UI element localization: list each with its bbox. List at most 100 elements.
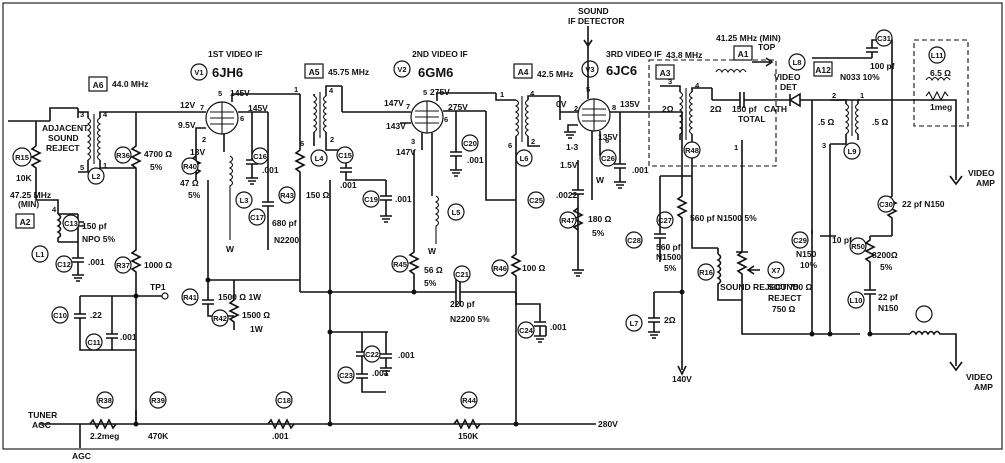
svg-text:275V: 275V — [448, 102, 468, 112]
c26-circle — [599, 149, 617, 167]
r46-circle — [491, 259, 509, 277]
svg-text:REJECT: REJECT — [768, 293, 802, 303]
svg-text:2: 2 — [202, 135, 206, 144]
svg-text:3: 3 — [668, 77, 672, 86]
svg-text:5: 5 — [80, 163, 84, 172]
svg-text:560 pf: 560 pf — [656, 242, 681, 252]
svg-text:150K: 150K — [458, 431, 479, 441]
shield-can-l10 — [913, 39, 969, 127]
c11-circle — [85, 333, 103, 351]
transformer-a6 — [86, 114, 102, 164]
svg-text:L9: L9 — [848, 147, 857, 156]
c13-circle — [62, 214, 80, 232]
svg-text:1: 1 — [500, 90, 504, 99]
svg-text:.001: .001 — [262, 165, 279, 175]
c17-circle — [248, 208, 266, 226]
svg-text:L10: L10 — [850, 296, 863, 305]
c25-circle — [527, 191, 545, 209]
svg-text:C11: C11 — [87, 338, 100, 347]
svg-text:C20: C20 — [463, 139, 477, 148]
box-a5 — [304, 63, 324, 79]
svg-text:L8: L8 — [793, 58, 802, 67]
svg-text:V2: V2 — [397, 65, 406, 74]
svg-text:.001: .001 — [550, 322, 567, 332]
svg-text:R16: R16 — [699, 268, 713, 277]
svg-text:4: 4 — [52, 205, 57, 214]
svg-text:C19: C19 — [364, 195, 378, 204]
svg-text:280V: 280V — [598, 419, 618, 429]
svg-text:AGC: AGC — [72, 451, 91, 461]
svg-text:.0022: .0022 — [556, 190, 578, 200]
svg-text:L4: L4 — [315, 154, 325, 163]
l1-circle — [31, 245, 49, 263]
r44-circle — [460, 391, 478, 409]
svg-text:10%: 10% — [800, 260, 817, 270]
svg-text:2: 2 — [574, 104, 578, 113]
svg-text:R47: R47 — [561, 216, 575, 225]
r38-circle — [96, 391, 114, 409]
l11-circle — [915, 305, 933, 323]
svg-text:R39: R39 — [151, 396, 165, 405]
v3-circle — [581, 60, 599, 78]
c13-value: 150 pf — [82, 221, 107, 231]
c31-circle — [875, 29, 893, 47]
c20-circle — [461, 134, 479, 152]
svg-text:W: W — [596, 175, 605, 185]
r47-circle — [559, 211, 577, 229]
svg-text:R40: R40 — [183, 162, 197, 171]
r40-circle — [181, 157, 199, 175]
svg-text:6.5 Ω: 6.5 Ω — [930, 68, 951, 78]
svg-text:C27: C27 — [658, 216, 672, 225]
svg-text:143V: 143V — [386, 121, 406, 131]
svg-text:275V: 275V — [430, 87, 450, 97]
svg-text:.001: .001 — [467, 155, 484, 165]
box-a6-label: A6 — [93, 80, 104, 90]
svg-text:3: 3 — [80, 110, 84, 119]
svg-text:A12: A12 — [815, 65, 831, 75]
svg-text:C23: C23 — [339, 371, 353, 380]
svg-text:1: 1 — [294, 85, 298, 94]
svg-text:.001: .001 — [395, 194, 412, 204]
svg-text:R36: R36 — [116, 151, 130, 160]
svg-text:22 pf N150: 22 pf N150 — [902, 199, 945, 209]
c27-circle — [625, 231, 643, 249]
r42-circle — [275, 391, 293, 409]
svg-text:1: 1 — [734, 143, 738, 152]
svg-text:A5: A5 — [309, 67, 320, 77]
svg-text:.001: .001 — [398, 350, 415, 360]
svg-text:R48: R48 — [685, 146, 699, 155]
svg-text:L7: L7 — [630, 319, 639, 328]
svg-text:12V: 12V — [180, 100, 195, 110]
svg-text:5%: 5% — [188, 190, 201, 200]
svg-text:1500 Ω: 1500 Ω — [242, 310, 270, 320]
svg-text:2: 2 — [330, 135, 334, 144]
c29-circle — [791, 231, 809, 249]
svg-text:R37: R37 — [116, 261, 130, 270]
svg-text:42.5 MHz: 42.5 MHz — [537, 69, 573, 79]
svg-text:147V: 147V — [384, 98, 404, 108]
r45-circle — [391, 255, 409, 273]
svg-text:R44: R44 — [462, 396, 477, 405]
svg-text:.001: .001 — [632, 165, 649, 175]
r37-circle — [114, 256, 132, 274]
c30-circle — [847, 291, 865, 309]
svg-text:6: 6 — [605, 136, 609, 145]
l5-circle — [447, 203, 465, 221]
svg-text:6: 6 — [508, 141, 512, 150]
svg-text:C30: C30 — [879, 200, 893, 209]
svg-text:9.5V: 9.5V — [178, 120, 196, 130]
svg-text:L11: L11 — [931, 51, 944, 60]
r48-circle — [656, 211, 674, 229]
svg-text:IF DETECTOR: IF DETECTOR — [568, 16, 625, 26]
svg-text:145V: 145V — [248, 103, 268, 113]
svg-text:(MIN): (MIN) — [18, 199, 39, 209]
svg-text:10K: 10K — [16, 173, 32, 183]
svg-text:C16: C16 — [253, 152, 267, 161]
svg-text:8200Ω: 8200Ω — [872, 250, 898, 260]
v2-circle — [393, 60, 411, 78]
l8-circle — [697, 263, 715, 281]
r39-circle — [149, 391, 167, 409]
svg-text:R42: R42 — [213, 314, 227, 323]
c22-circle — [363, 345, 381, 363]
box-a6-freq: 44.0 MHz — [112, 79, 148, 89]
